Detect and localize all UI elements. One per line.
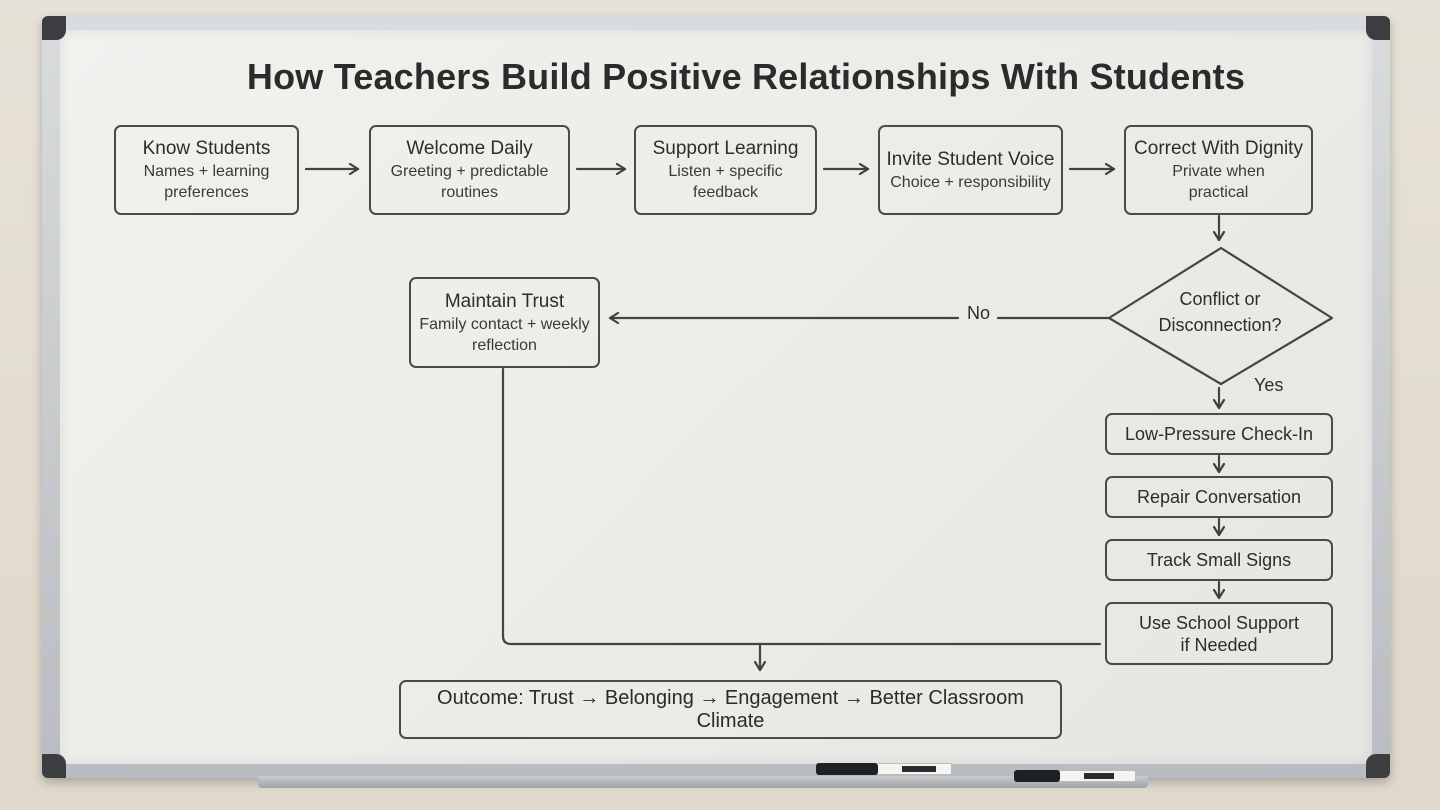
outcome-text: Outcome: Trust → Belonging → Engagement … [437, 686, 1024, 732]
decision-line-1: Conflict or [1179, 289, 1261, 309]
yes-step-check-in: Low-Pressure Check-In [1105, 413, 1333, 455]
frame-corner [1366, 754, 1390, 778]
no-label: No [967, 303, 991, 323]
step-welcome-daily: Welcome Daily Greeting + predictable rou… [369, 125, 570, 215]
frame-corner [1366, 16, 1390, 40]
marker-pen[interactable] [816, 763, 952, 775]
step-invite-student-voice: Invite Student Voice Choice + responsibi… [878, 125, 1063, 215]
connector-maintain-to-outcome [501, 367, 1102, 646]
diagram-title: How Teachers Build Positive Relationship… [246, 56, 1246, 97]
marker-pen[interactable] [1014, 770, 1136, 782]
step-correct-with-dignity: Correct With Dignity Private when practi… [1124, 125, 1313, 215]
frame-corner [42, 754, 66, 778]
yes-step-track-signs: Track Small Signs [1105, 539, 1333, 581]
maintain-trust-box: Maintain Trust Family contact + weekly r… [409, 277, 600, 368]
outcome-box: Outcome: Trust → Belonging → Engagement … [399, 680, 1062, 739]
marker-tray [258, 776, 1148, 788]
yes-step-repair: Repair Conversation [1105, 476, 1333, 518]
decision-text: Conflict or Disconnection? [1130, 286, 1310, 338]
yes-label: Yes [1254, 375, 1284, 395]
yes-step-school-support: Use School Support if Needed [1105, 602, 1333, 665]
step-know-students: Know Students Names + learning preferenc… [114, 125, 299, 215]
decision-line-2: Disconnection? [1158, 315, 1282, 335]
whiteboard-surface [60, 30, 1372, 764]
step-support-learning: Support Learning Listen + specific feedb… [634, 125, 817, 215]
frame-corner [42, 16, 66, 40]
decision-diamond [1107, 246, 1334, 386]
